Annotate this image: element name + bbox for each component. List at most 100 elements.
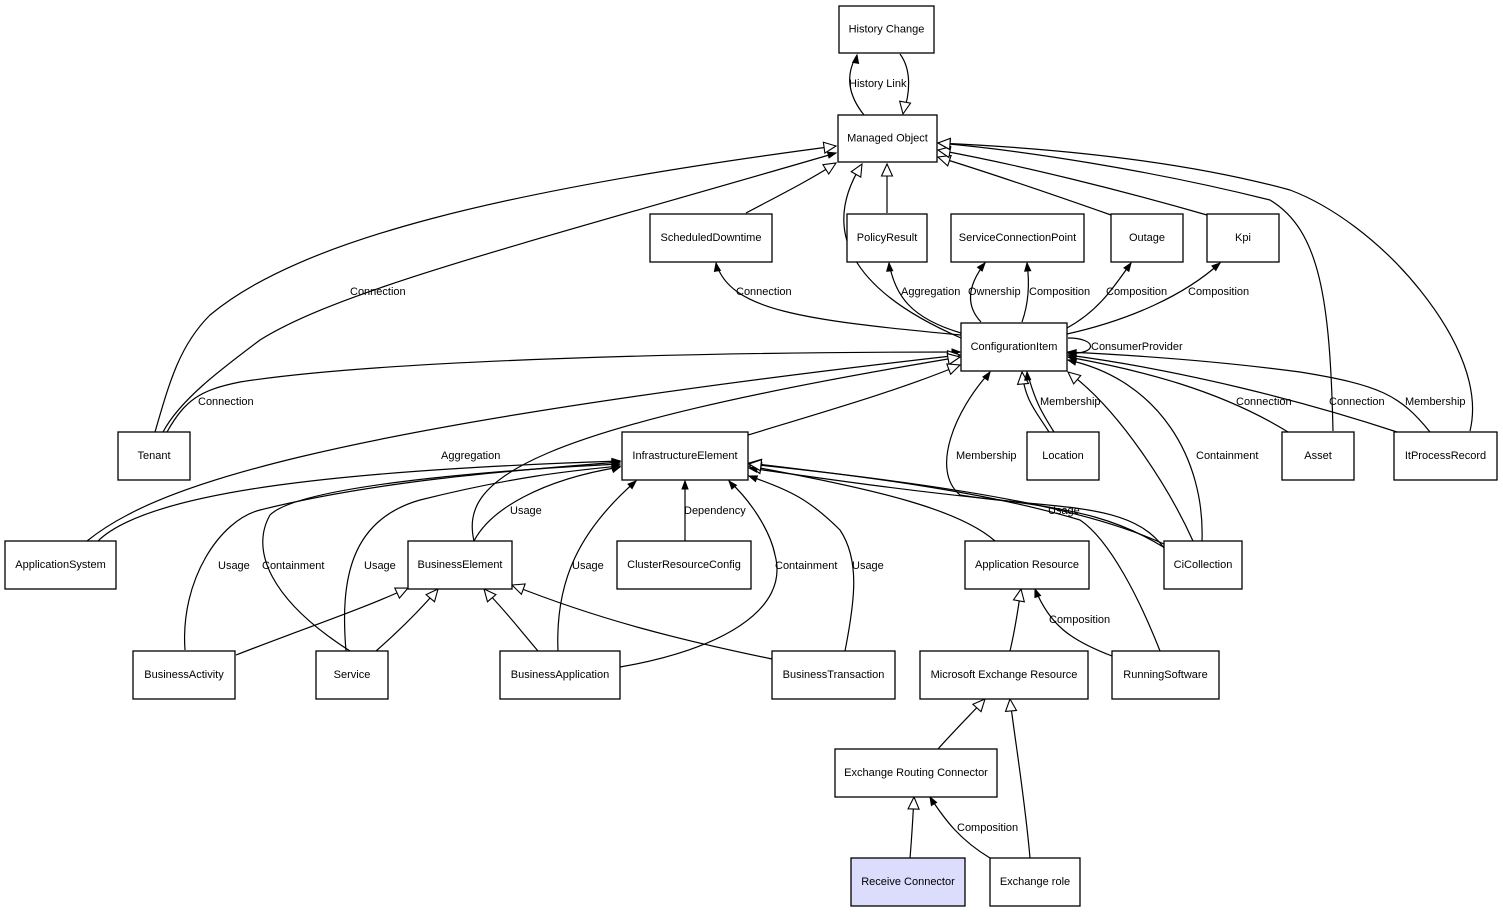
edge-line[interactable] <box>715 262 962 336</box>
edge-tenant-to-managed-object[interactable] <box>154 141 838 433</box>
node-box[interactable] <box>499 650 621 700</box>
edge-line[interactable] <box>162 152 837 433</box>
edge-outage-to-managed-object[interactable] <box>936 154 1112 216</box>
node-business-activity[interactable]: BusinessActivity <box>132 650 236 700</box>
edge-line[interactable] <box>747 364 961 436</box>
node-box[interactable] <box>315 650 389 700</box>
node-asset[interactable]: Asset <box>1281 431 1355 481</box>
node-box[interactable] <box>950 213 1085 263</box>
edge-line[interactable] <box>1034 588 1113 657</box>
node-box[interactable] <box>1281 431 1355 481</box>
node-kpi[interactable]: Kpi <box>1206 213 1280 263</box>
edge-line[interactable] <box>937 142 1334 432</box>
node-infrastructure-element[interactable]: InfrastructureElement <box>621 431 749 481</box>
edge-line[interactable] <box>343 465 621 652</box>
edge-ci-collection-to-configuration-item[interactable] <box>1066 371 1194 542</box>
edge-running-software-to-application-resource[interactable] <box>1034 587 1113 657</box>
edge-location-to-configuration-item[interactable] <box>1024 370 1055 433</box>
node-tenant[interactable]: Tenant <box>117 431 191 481</box>
node-box[interactable] <box>117 431 191 481</box>
edge-configuration-item-to-kpi[interactable] <box>1066 262 1222 335</box>
edge-kpi-to-managed-object[interactable] <box>936 145 1208 216</box>
node-box[interactable] <box>850 857 966 907</box>
edge-line[interactable] <box>154 145 837 433</box>
edge-ci-collection-to-infrastructure-element[interactable] <box>747 458 1165 545</box>
node-box[interactable] <box>616 540 752 590</box>
edge-line[interactable] <box>1067 359 1203 542</box>
edge-business-activity-to-infrastructure-element[interactable] <box>184 459 622 651</box>
edge-line[interactable] <box>748 463 1165 545</box>
edge-line[interactable] <box>1009 698 1031 859</box>
edge-business-application-to-infrastructure-element[interactable] <box>619 479 778 668</box>
node-managed-object[interactable]: Managed Object <box>837 114 938 163</box>
edge-application-resource-to-infrastructure-element[interactable] <box>747 461 996 542</box>
edge-history-change-to-managed-object[interactable] <box>898 53 912 116</box>
edge-business-application-to-infrastructure-element[interactable] <box>557 480 638 652</box>
edge-line[interactable] <box>557 480 637 652</box>
edge-configuration-item-to-service-connection-point[interactable] <box>969 261 986 323</box>
node-location[interactable]: Location <box>1026 431 1100 481</box>
edge-line[interactable] <box>888 262 962 334</box>
edge-configuration-item-to-policy-result[interactable] <box>886 261 962 334</box>
edge-policy-result-to-managed-object[interactable] <box>880 162 894 213</box>
edge-business-element-to-infrastructure-element[interactable] <box>473 466 622 542</box>
edge-line[interactable] <box>937 142 1474 432</box>
edge-line[interactable] <box>748 475 855 652</box>
node-business-element[interactable]: BusinessElement <box>407 540 513 590</box>
node-scheduled-downtime[interactable]: ScheduledDowntime <box>649 213 773 263</box>
node-box[interactable] <box>919 650 1089 700</box>
edge-line[interactable] <box>1067 351 1431 433</box>
edge-asset-to-managed-object[interactable] <box>936 137 1334 432</box>
edge-line[interactable] <box>1021 262 1029 323</box>
node-box[interactable] <box>1110 213 1184 263</box>
node-it-process-record[interactable]: ItProcessRecord <box>1393 431 1498 481</box>
edge-line[interactable] <box>745 162 837 214</box>
edge-cluster-resource-config-to-infrastructure-element[interactable] <box>681 479 689 541</box>
node-box[interactable] <box>960 322 1068 372</box>
edge-configuration-item-to-service-connection-point[interactable] <box>1021 261 1032 323</box>
edge-line[interactable] <box>471 356 961 542</box>
node-history-change[interactable]: History Change <box>838 5 935 54</box>
node-service[interactable]: Service <box>315 650 389 700</box>
node-cluster-resource-config[interactable]: ClusterResourceConfig <box>616 540 752 590</box>
node-box[interactable] <box>649 213 773 263</box>
edge-tenant-to-managed-object[interactable] <box>162 151 838 433</box>
node-exchange-routing-connector[interactable]: Exchange Routing Connector <box>834 748 998 798</box>
edge-it-process-record-to-managed-object[interactable] <box>936 137 1474 432</box>
node-box[interactable] <box>964 540 1090 590</box>
edge-microsoft-exchange-resource-to-application-resource[interactable] <box>1009 587 1026 652</box>
node-box[interactable] <box>1026 431 1100 481</box>
node-box[interactable] <box>1163 540 1243 590</box>
edge-line[interactable] <box>97 460 621 542</box>
edge-receive-connector-to-exchange-routing-connector[interactable] <box>907 795 920 859</box>
node-receive-connector[interactable]: Receive Connector <box>850 857 966 907</box>
edge-business-transaction-to-business-element[interactable] <box>510 583 773 660</box>
edge-line[interactable] <box>511 584 773 660</box>
node-application-system[interactable]: ApplicationSystem <box>4 540 117 590</box>
node-box[interactable] <box>1111 650 1220 700</box>
edge-line[interactable] <box>1067 356 1289 433</box>
node-service-connection-point[interactable]: ServiceConnectionPoint <box>950 213 1085 263</box>
edge-line[interactable] <box>937 156 1112 216</box>
node-box[interactable] <box>837 114 938 163</box>
node-application-resource[interactable]: Application Resource <box>964 540 1090 590</box>
node-exchange-role[interactable]: Exchange role <box>989 857 1081 907</box>
edge-business-element-to-configuration-item[interactable] <box>471 352 962 542</box>
edge-managed-object-to-history-change[interactable] <box>849 53 865 116</box>
edge-line[interactable] <box>473 466 621 542</box>
edge-line[interactable] <box>1067 371 1194 542</box>
node-box[interactable] <box>846 213 928 263</box>
edge-scheduled-downtime-to-managed-object[interactable] <box>745 162 838 214</box>
edge-line[interactable] <box>166 351 961 433</box>
edge-exchange-routing-connector-to-microsoft-exchange-resource[interactable] <box>937 698 986 750</box>
node-running-software[interactable]: RunningSoftware <box>1111 650 1220 700</box>
edge-line[interactable] <box>937 149 1208 216</box>
node-box[interactable] <box>1393 431 1498 481</box>
node-box[interactable] <box>621 431 749 481</box>
node-box[interactable] <box>771 650 896 700</box>
node-microsoft-exchange-resource[interactable]: Microsoft Exchange Resource <box>919 650 1089 700</box>
edge-it-process-record-to-configuration-item[interactable] <box>1066 349 1431 433</box>
node-box[interactable] <box>989 857 1081 907</box>
edge-configuration-item-to-outage[interactable] <box>1066 261 1132 329</box>
node-business-application[interactable]: BusinessApplication <box>499 650 621 700</box>
